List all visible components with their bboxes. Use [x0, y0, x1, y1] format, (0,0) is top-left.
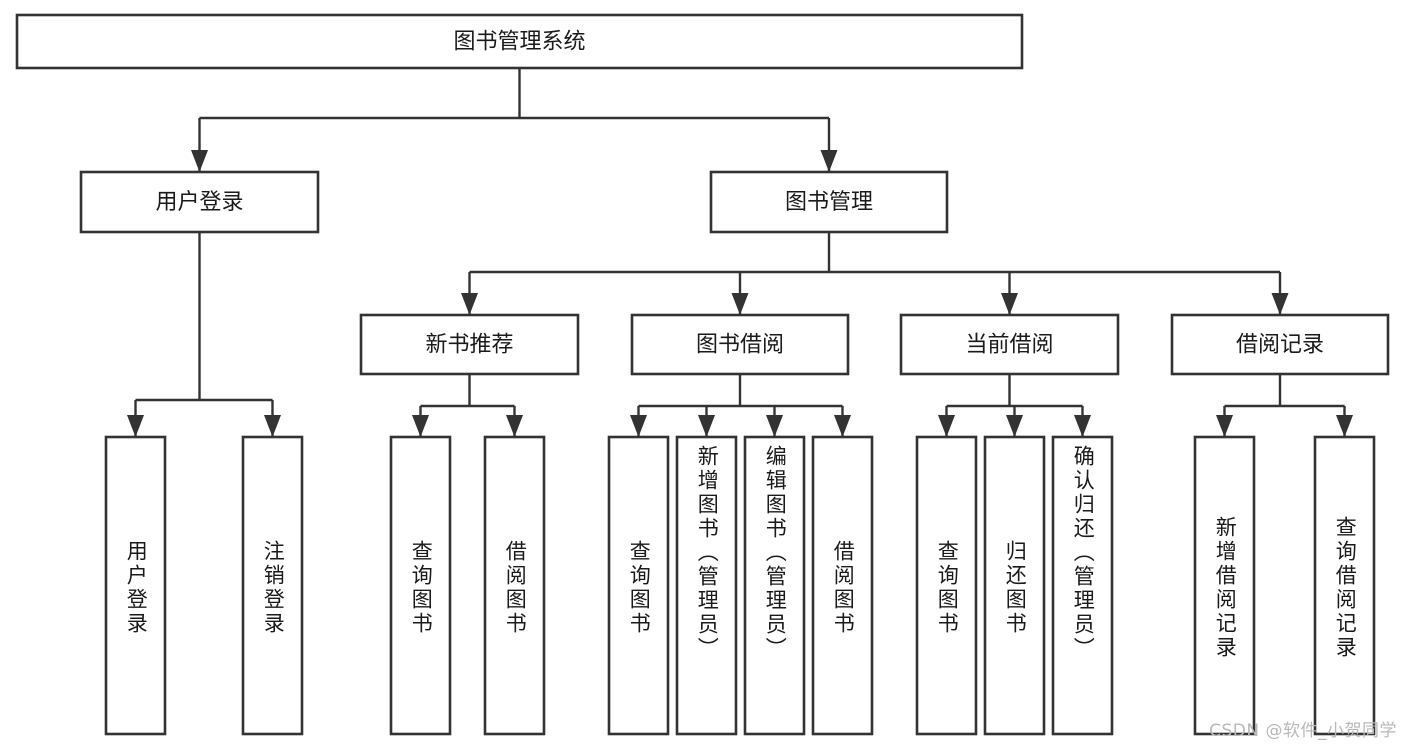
level3-box-1[interactable]	[630, 313, 850, 376]
level2-label-0: 用户登录	[155, 190, 243, 215]
root-box-0[interactable]	[15, 13, 1024, 70]
root-arrow-1	[820, 150, 838, 172]
level3-label-3: 借阅记录	[1236, 333, 1324, 358]
borrow-arrow-3	[834, 415, 851, 437]
books-arrow-0	[461, 293, 478, 315]
leaf-box-10[interactable]	[1051, 435, 1114, 736]
leaf-box-2[interactable]	[389, 435, 452, 736]
level2-box-1[interactable]	[709, 170, 949, 234]
leaf-box-8[interactable]	[915, 435, 978, 736]
leaf-box-12[interactable]	[1313, 435, 1376, 736]
level3-label-0: 新书推荐	[425, 333, 513, 358]
current-arrow-2	[1074, 415, 1091, 437]
level3-label-1: 图书借阅	[696, 333, 784, 358]
leaf-box-6[interactable]	[743, 435, 806, 736]
leaf-box-3[interactable]	[483, 435, 546, 736]
login-arrow-1	[264, 415, 281, 437]
leaf-box-1[interactable]	[241, 435, 304, 736]
leaf-box-11[interactable]	[1193, 435, 1256, 736]
level2-label-1: 图书管理	[785, 190, 873, 215]
books-arrow-1	[731, 293, 749, 315]
root-label-0: 图书管理系统	[453, 30, 585, 55]
leaf-box-5[interactable]	[675, 435, 738, 736]
level3-box-3[interactable]	[1170, 313, 1390, 376]
borrow-arrow-0	[630, 415, 647, 437]
current-arrow-1	[1006, 415, 1023, 437]
records-arrow-0	[1216, 415, 1233, 437]
level3-label-2: 当前借阅	[965, 333, 1053, 358]
current-arrow-0	[938, 415, 955, 437]
borrow-arrow-2	[766, 415, 783, 437]
level2-box-0[interactable]	[79, 170, 320, 234]
watermark-text: CSDN @软件_小贺同学	[1209, 721, 1397, 741]
level3-box-2[interactable]	[899, 313, 1120, 376]
root-arrow-0	[191, 150, 208, 172]
books-arrow-2	[1001, 293, 1018, 315]
newbooks-arrow-0	[412, 415, 429, 437]
login-arrow-0	[127, 415, 144, 437]
node-box-layer	[15, 13, 1390, 736]
leaf-box-7[interactable]	[811, 435, 874, 736]
connector-layer	[127, 68, 1353, 437]
leaf-box-9[interactable]	[983, 435, 1046, 736]
records-arrow-1	[1336, 415, 1353, 437]
level3-box-0[interactable]	[359, 313, 580, 376]
borrow-arrow-1	[698, 415, 715, 437]
books-arrow-3	[1271, 293, 1289, 315]
leaf-box-4[interactable]	[607, 435, 670, 736]
leaf-box-0[interactable]	[104, 435, 167, 736]
newbooks-arrow-1	[506, 415, 523, 437]
